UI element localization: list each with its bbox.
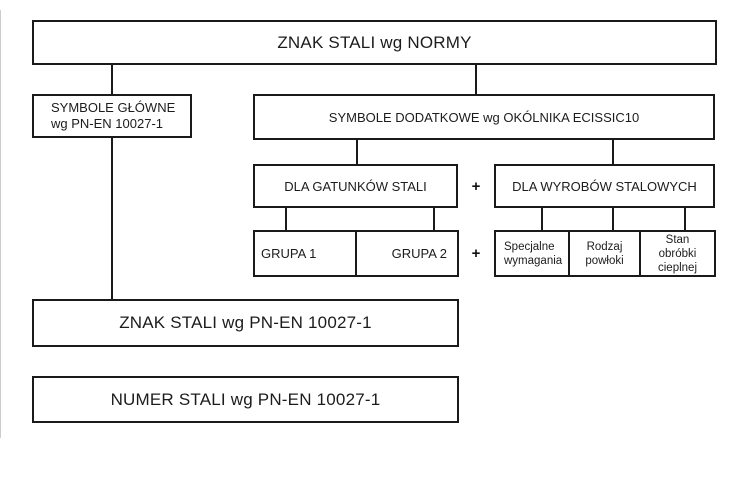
connector-products-to-coating-type [612,206,614,231]
cell-special-requirements: Specjalne wymagania [496,232,568,275]
box-additional-symbols: SYMBOLE DODATKOWE wg OKÓLNIKA ECISSIC10 [253,94,715,140]
cell-heat-treatment-state: Stan obróbki cieplnej [639,232,714,275]
connector-root-to-additional-symbols [475,64,477,95]
connector-products-to-special-requirements [541,206,543,231]
cell-group-2: GRUPA 2 [355,232,457,275]
connector-main-symbols-to-steel-designation [111,137,113,300]
cell-group-1: GRUPA 1 [255,232,355,275]
box-steel-number: NUMER STALI wg PN-EN 10027-1 [32,376,459,423]
row-groups: GRUPA 1 GRUPA 2 [253,230,459,277]
box-steel-number-label: NUMER STALI wg PN-EN 10027-1 [110,389,381,409]
box-for-steel-products-label: DLA WYROBÓW STALOWYCH [512,178,697,194]
plus-operator-lower: + [471,244,481,262]
box-for-steel-grades: DLA GATUNKÓW STALI [253,164,458,208]
row-product-attributes: Specjalne wymagania Rodzaj powłoki Stan … [494,230,716,277]
connector-additional-to-products [612,139,614,166]
cell-group-2-label: GRUPA 2 [391,246,447,261]
box-for-steel-products: DLA WYROBÓW STALOWYCH [494,164,715,208]
cell-special-requirements-label: Specjalne wymagania [504,240,563,267]
connector-grades-to-group2 [433,206,435,231]
cell-coating-type-label: Rodzaj powłoki [585,240,624,267]
box-steel-mark-per-standard: ZNAK STALI wg NORMY [32,20,717,65]
box-main-symbols: SYMBOLE GŁÓWNE wg PN-EN 10027-1 [32,94,192,138]
cell-group-1-label: GRUPA 1 [261,246,317,261]
box-steel-designation: ZNAK STALI wg PN-EN 10027-1 [32,299,459,347]
connector-root-to-main-symbols [111,64,113,95]
box-additional-symbols-label: SYMBOLE DODATKOWE wg OKÓLNIKA ECISSIC10 [328,109,640,125]
connector-grades-to-group1 [285,206,287,231]
scan-artifact-line [0,10,1,438]
box-main-symbols-label: SYMBOLE GŁÓWNE wg PN-EN 10027-1 [51,100,176,131]
box-steel-mark-per-standard-label: ZNAK STALI wg NORMY [277,32,472,52]
connector-products-to-heat-treatment [684,206,686,231]
box-steel-designation-label: ZNAK STALI wg PN-EN 10027-1 [119,313,372,332]
connector-additional-to-grades [356,139,358,166]
cell-coating-type: Rodzaj powłoki [568,232,639,275]
plus-operator-upper: + [471,177,481,195]
cell-heat-treatment-state-label: Stan obróbki cieplnej [658,233,697,274]
box-for-steel-grades-label: DLA GATUNKÓW STALI [284,178,427,194]
